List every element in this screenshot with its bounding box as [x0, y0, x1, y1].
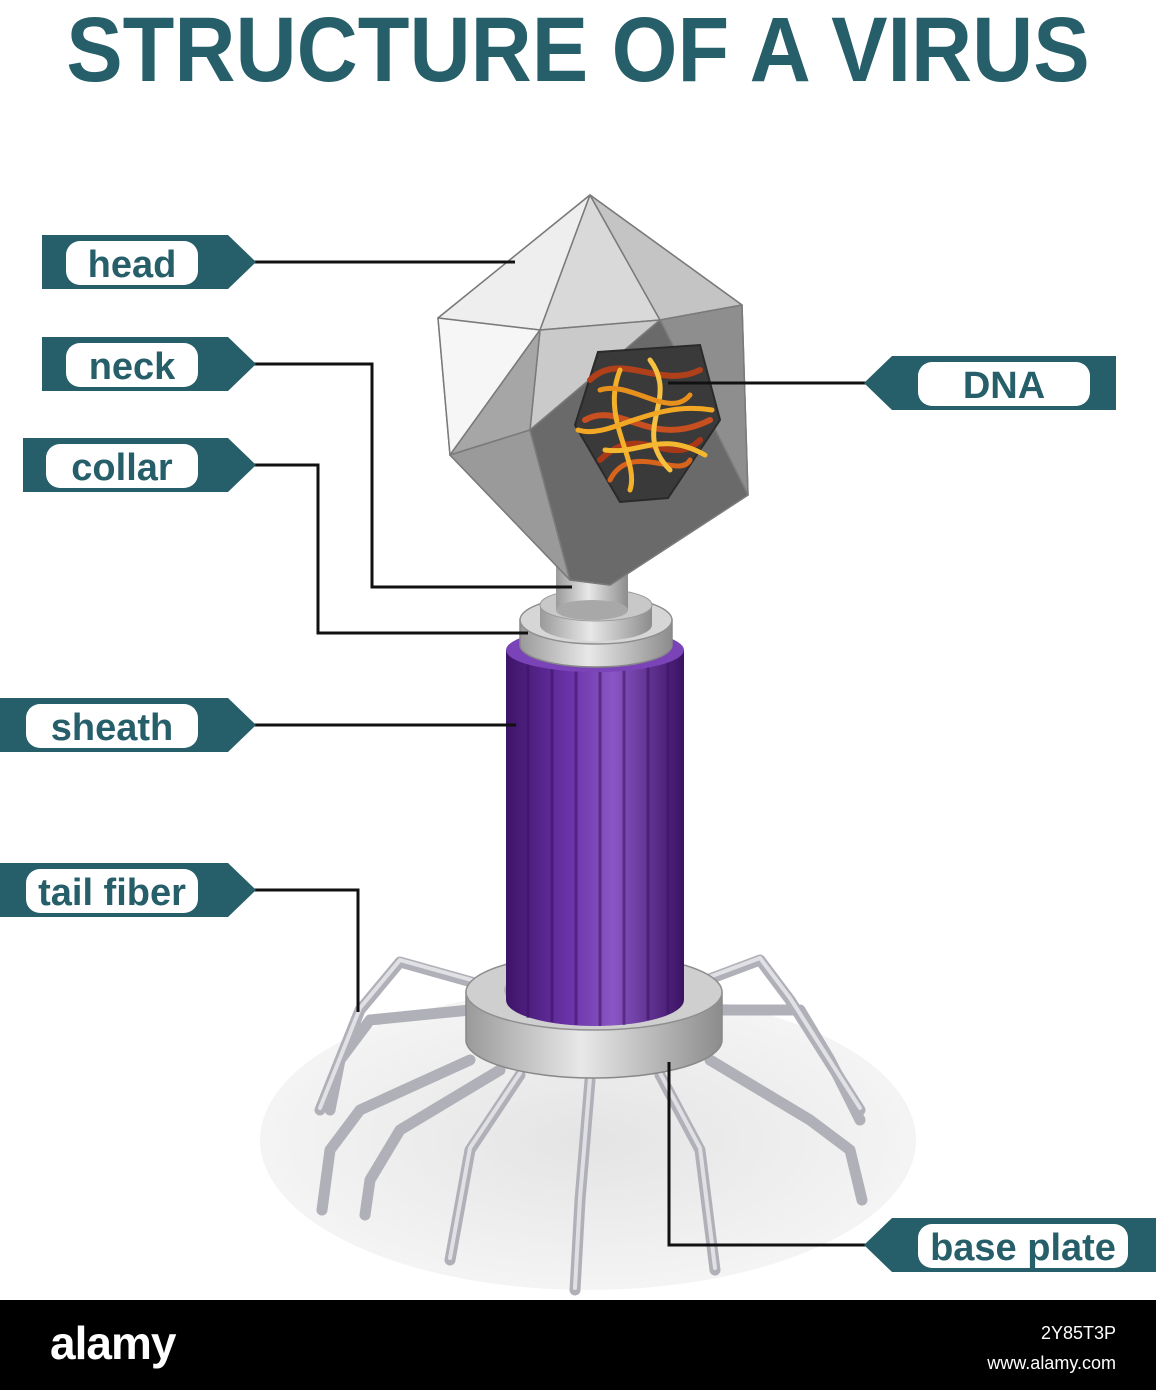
- label-base-plate-text: base plate: [930, 1227, 1116, 1269]
- leader-line-collar: [250, 463, 528, 635]
- footer-image-info: 2Y85T3P www.alamy.com: [987, 1318, 1116, 1378]
- footer-image-id: 2Y85T3P: [1040, 1323, 1116, 1343]
- footer-logo: alamy: [50, 1317, 176, 1369]
- virus-diagram: head neck collar sheath tail fiber DNA b…: [0, 194, 1156, 1296]
- page-title: STRUCTURE OF A VIRUS: [66, 0, 1090, 101]
- label-dna-text: DNA: [963, 365, 1045, 407]
- label-base-plate: base plate: [864, 1218, 1156, 1272]
- leader-line-neck: [250, 362, 572, 589]
- label-tail-fiber: tail fiber: [0, 863, 256, 917]
- label-collar-text: collar: [71, 447, 173, 489]
- label-sheath-text: sheath: [51, 707, 173, 749]
- stock-footer-bar: alamy 2Y85T3P www.alamy.com: [0, 1300, 1156, 1390]
- leader-line-tail-fiber: [250, 888, 360, 1012]
- label-neck: neck: [42, 337, 256, 391]
- label-neck-text: neck: [89, 346, 176, 388]
- sheath-shape: [506, 628, 684, 1026]
- footer-site: www.alamy.com: [987, 1353, 1116, 1373]
- label-sheath: sheath: [0, 698, 256, 752]
- label-tail-fiber-text: tail fiber: [38, 872, 186, 914]
- label-head-text: head: [88, 244, 177, 286]
- label-dna: DNA: [864, 356, 1116, 410]
- label-head: head: [42, 235, 256, 289]
- leader-line-base-plate: [667, 1062, 868, 1247]
- leader-lines: [250, 260, 868, 1247]
- label-collar: collar: [23, 438, 256, 492]
